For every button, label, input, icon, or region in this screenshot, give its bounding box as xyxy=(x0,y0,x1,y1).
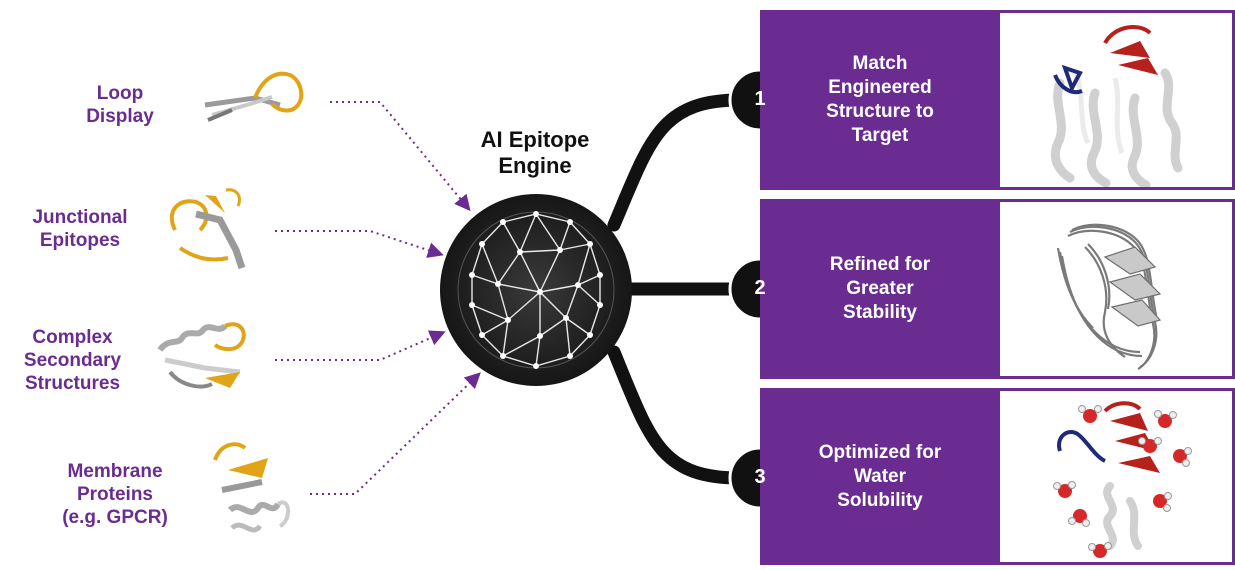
output-line: Match xyxy=(852,53,908,74)
output-line: Target xyxy=(851,125,909,146)
neural-network-sphere-icon xyxy=(440,194,632,386)
engine-title: AI Epitope Engine xyxy=(455,127,615,179)
loop-display-protein-icon xyxy=(204,71,304,122)
input-label-junctional-epitopes: Junctional Epitopes xyxy=(15,206,145,252)
arrow-complex-secondary xyxy=(275,330,446,361)
output-line: Structure to xyxy=(826,101,934,122)
input-line: Epitopes xyxy=(39,230,121,251)
output-line: Stability xyxy=(843,302,917,323)
input-label-membrane-proteins: Membrane Proteins (e.g. GPCR) xyxy=(45,460,185,529)
complex-secondary-structure-protein-icon xyxy=(157,322,246,389)
junctional-epitope-protein-icon xyxy=(169,188,246,270)
output-line: Engineered xyxy=(828,77,932,98)
input-arrows xyxy=(275,101,481,495)
arrow-junctional-epitopes xyxy=(275,230,444,258)
output-panel-1-label: Match Engineered Structure to Target xyxy=(760,10,1000,190)
output-panel-1: Match Engineered Structure to Target xyxy=(760,10,1235,190)
output-panel-2-label: Refined for Greater Stability xyxy=(760,199,1000,379)
output-line: Solubility xyxy=(837,489,923,511)
input-line: (e.g. GPCR) xyxy=(62,507,168,528)
input-label-loop-display: Loop Display xyxy=(70,82,170,128)
input-line: Display xyxy=(86,106,154,127)
input-line: Secondary xyxy=(23,350,122,371)
output-panel-2: Refined for Greater Stability xyxy=(760,199,1235,379)
input-line: Loop xyxy=(96,83,144,104)
output-line: Optimized for xyxy=(818,441,942,463)
output-line: Refined for xyxy=(829,254,931,275)
output-panel-3: Optimized for Water Solubility xyxy=(760,388,1235,565)
engine-title-line: Engine xyxy=(498,153,572,178)
output-line: Water xyxy=(853,465,907,487)
stability-ensemble-structure-icon xyxy=(1000,199,1235,379)
input-line: Complex xyxy=(32,327,113,348)
input-line: Membrane xyxy=(67,461,163,482)
target-match-structure-icon xyxy=(1000,10,1235,190)
output-panel-3-label: Optimized for Water Solubility xyxy=(760,388,1000,565)
input-label-complex-secondary-structures: Complex Secondary Structures xyxy=(15,326,130,395)
output-connectors xyxy=(607,93,747,485)
arrow-loop-display xyxy=(330,101,471,212)
input-line: Structures xyxy=(24,373,121,394)
water-solubility-structure-icon xyxy=(1000,388,1235,565)
engine-title-line: AI Epitope xyxy=(480,127,590,152)
connector-step-1 xyxy=(607,93,747,232)
output-line: Greater xyxy=(846,278,914,299)
arrow-membrane-proteins xyxy=(310,372,481,495)
step-number-1: 1 xyxy=(754,88,766,110)
step-number-2: 2 xyxy=(754,277,766,299)
connector-step-3 xyxy=(607,345,747,485)
step-number-3: 3 xyxy=(754,466,766,488)
input-line: Junctional xyxy=(32,207,128,228)
membrane-protein-icon xyxy=(213,442,290,533)
input-line: Proteins xyxy=(76,484,154,505)
